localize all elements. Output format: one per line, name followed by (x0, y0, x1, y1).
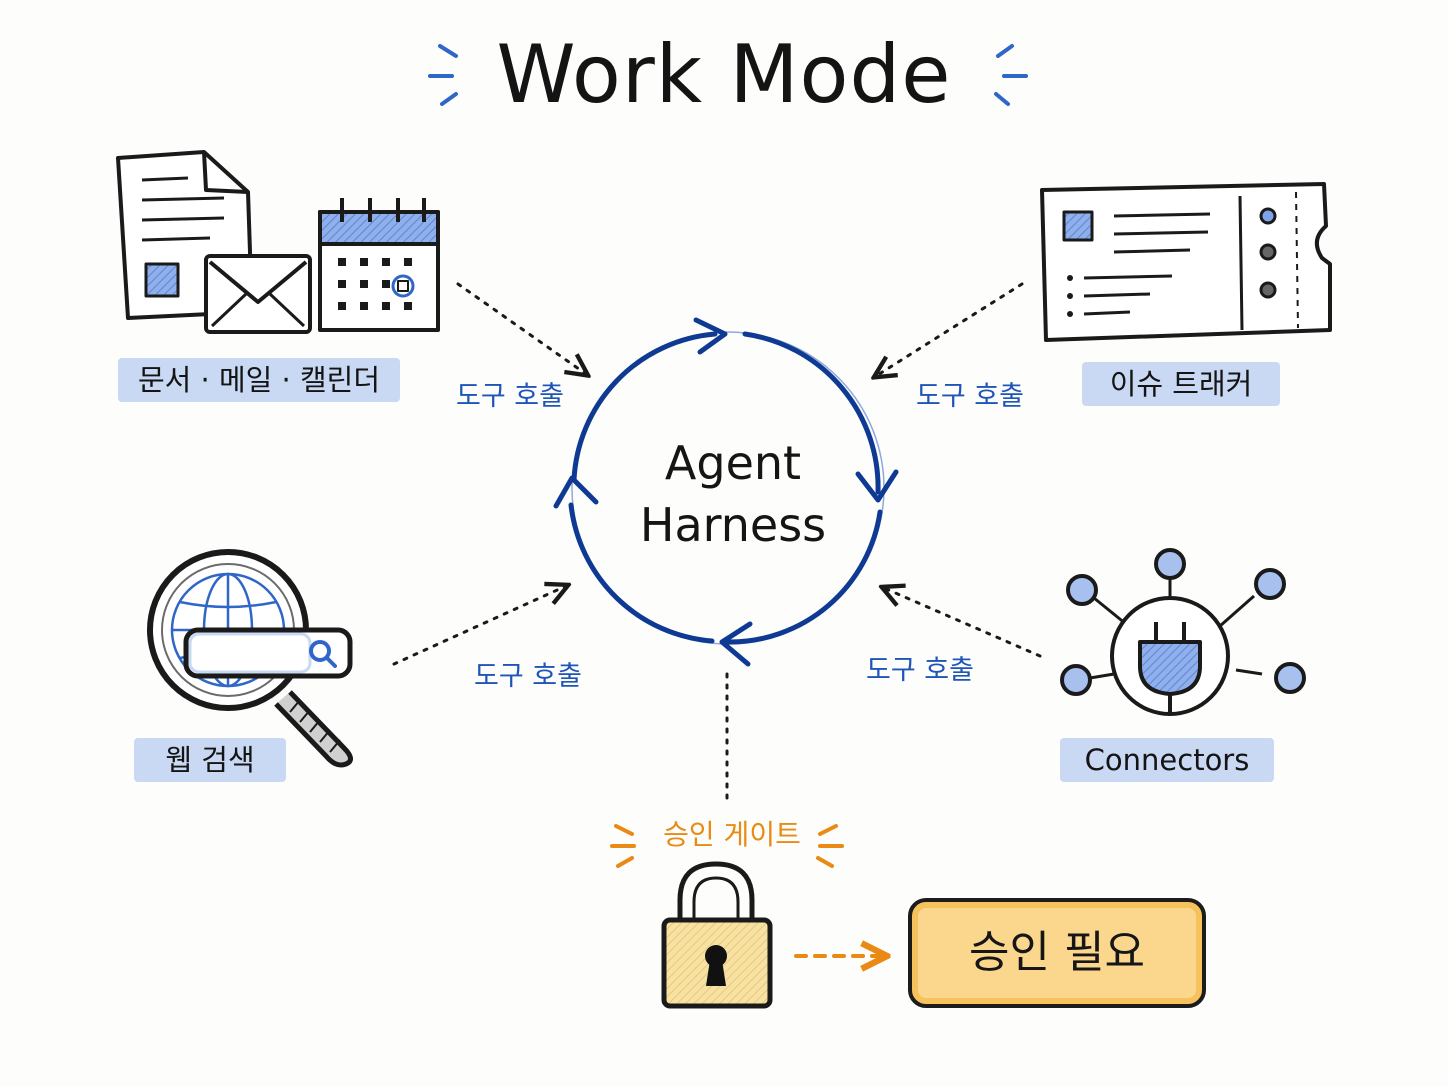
gate-sparkle-left (610, 824, 636, 868)
page-title: Work Mode (496, 28, 952, 121)
title-sparkle-right (994, 44, 1028, 106)
search-label: 웹 검색 (134, 738, 286, 782)
arrow-search-to-hub (392, 586, 566, 666)
tracker-label: 이슈 트래커 (1082, 362, 1280, 406)
approval-required-box: 승인 필요 (908, 898, 1206, 1008)
plug-hub-icon (1060, 548, 1306, 716)
arrow-tracker-to-hub (876, 282, 1024, 376)
tool-call-arrows (392, 282, 1042, 806)
tool-call-label-bottom-right: 도구 호출 (866, 655, 974, 686)
arrow-docs-to-hub (456, 282, 586, 374)
ticket-icon (1040, 182, 1332, 342)
connectors-label: Connectors (1060, 738, 1274, 782)
padlock-icon (661, 861, 773, 1009)
title-sparkle-left (428, 44, 458, 106)
calendar-icon (318, 198, 440, 332)
agent-cycle (553, 317, 899, 667)
agent-harness-hub: Agent Harness (618, 432, 848, 556)
mail-icon (204, 254, 312, 334)
hub-line-2: Harness (639, 498, 827, 552)
tool-call-label-top-right: 도구 호출 (916, 381, 1024, 412)
tool-call-label-bottom-left: 도구 호출 (474, 661, 582, 692)
arrow-connectors-to-hub (884, 588, 1042, 658)
docs-label: 문서 · 메일 · 캘린더 (118, 358, 400, 402)
magnifier-globe-icon (147, 549, 353, 768)
approval-gate-label: 승인 게이트 (663, 818, 801, 851)
gate-sparkle-right (816, 824, 844, 868)
hub-line-1: Agent (664, 436, 802, 490)
tool-call-label-top-left: 도구 호출 (456, 381, 564, 412)
